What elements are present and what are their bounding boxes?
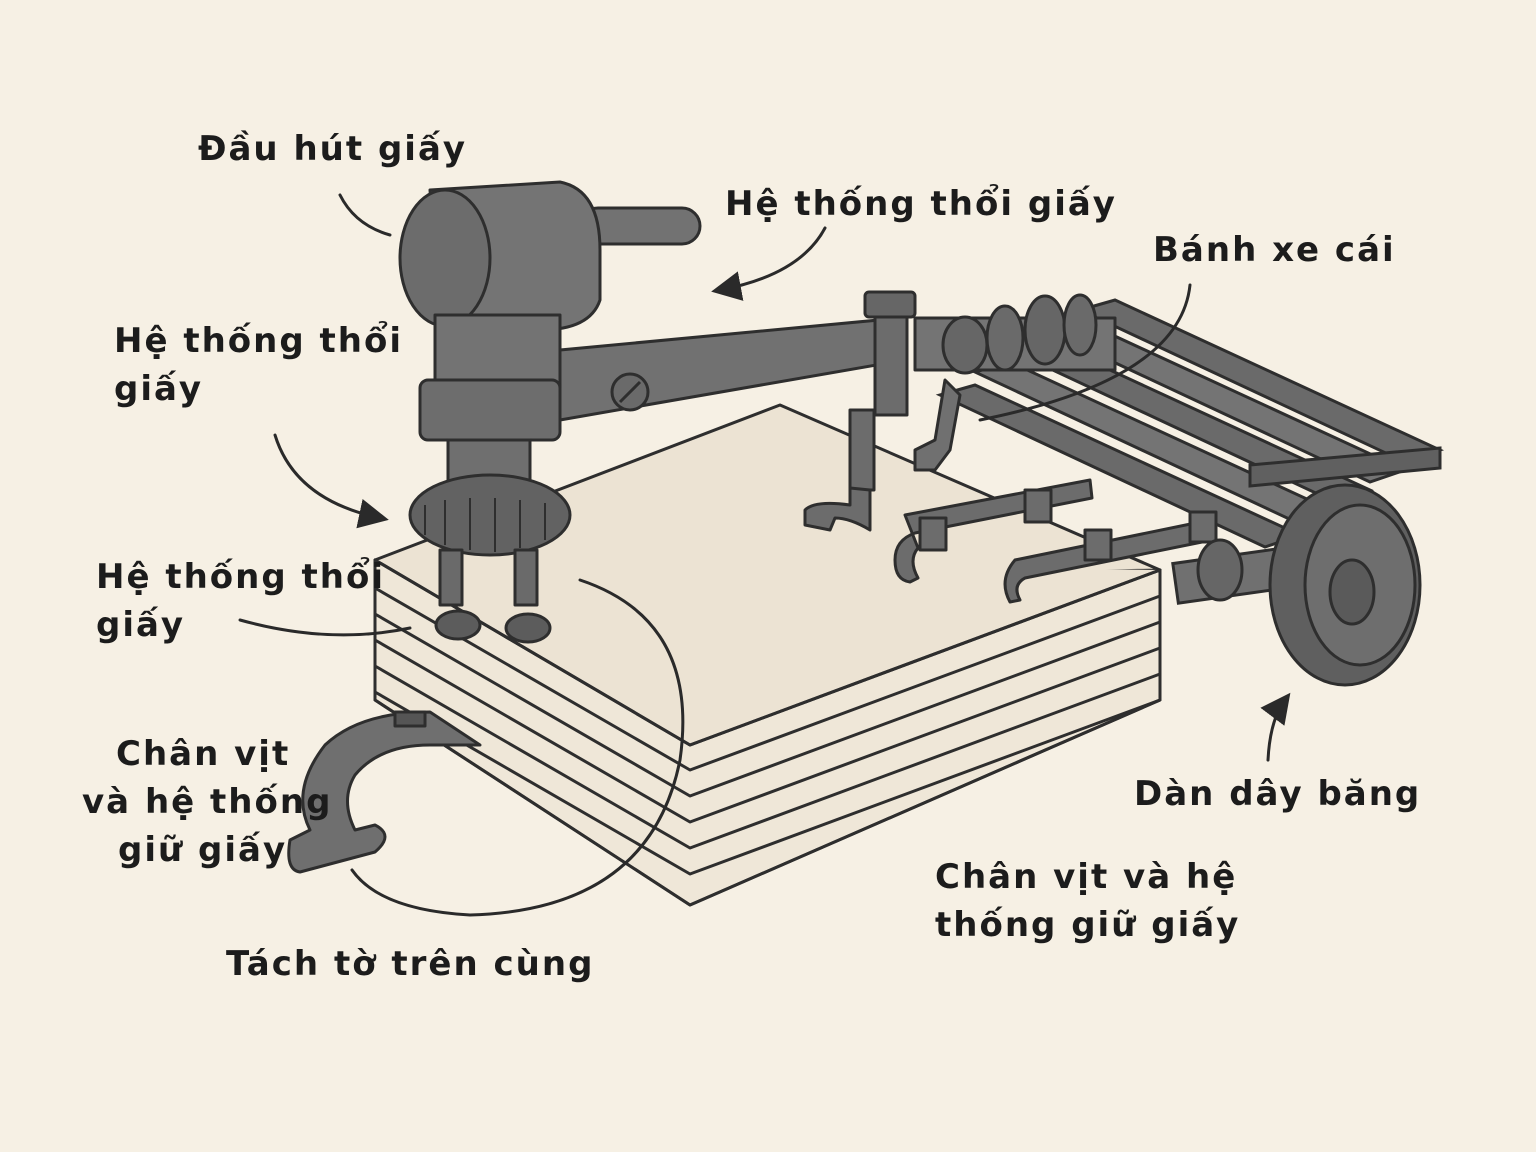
label-he-thong-thoi-mid-line2: giấy bbox=[96, 605, 186, 645]
label-he-thong-thoi-mid-line1: Hệ thống thổi bbox=[96, 557, 386, 597]
label-banh-xe-cai: Bánh xe cái bbox=[1153, 230, 1396, 270]
main-wheel bbox=[1171, 483, 1422, 687]
label-tach-to-tren-cung: Tách tờ trên cùng bbox=[226, 944, 595, 984]
arrow-thoi-mid bbox=[238, 618, 412, 637]
arrow-dau-hut bbox=[338, 193, 392, 237]
label-chan-vit-left-line1: Chân vịt bbox=[116, 734, 291, 774]
arrow-tach-to bbox=[350, 578, 685, 917]
label-he-thong-thoi-left-line1: Hệ thống thổi bbox=[114, 321, 404, 361]
label-he-thong-thoi-left-line2: giấy bbox=[114, 369, 204, 409]
leader-arrows bbox=[238, 193, 1291, 917]
label-he-thong-thoi-giay-top: Hệ thống thổi giấy bbox=[725, 184, 1117, 224]
horizontal-arm bbox=[558, 290, 1117, 532]
arrow-dan-day bbox=[1260, 692, 1291, 762]
suction-head bbox=[398, 180, 702, 644]
left-hook-foot bbox=[287, 710, 482, 874]
label-chan-vit-left-line2: và hệ thống bbox=[82, 782, 333, 822]
paper-stack bbox=[373, 403, 1162, 907]
label-chan-vit-right-line2: thống giữ giấy bbox=[935, 905, 1241, 945]
label-chan-vit-right-line1: Chân vịt và hệ bbox=[935, 857, 1238, 897]
label-chan-vit-left-line3: giữ giấy bbox=[118, 830, 288, 870]
gripper-fingers bbox=[893, 478, 1218, 604]
arrow-thoi-top bbox=[711, 226, 827, 301]
label-dan-day-bang: Dàn dây băng bbox=[1134, 774, 1422, 814]
label-dau-hut-giay: Đầu hút giấy bbox=[198, 129, 468, 169]
arrow-banh-xe bbox=[978, 283, 1192, 422]
arrow-thoi-left bbox=[273, 433, 389, 529]
